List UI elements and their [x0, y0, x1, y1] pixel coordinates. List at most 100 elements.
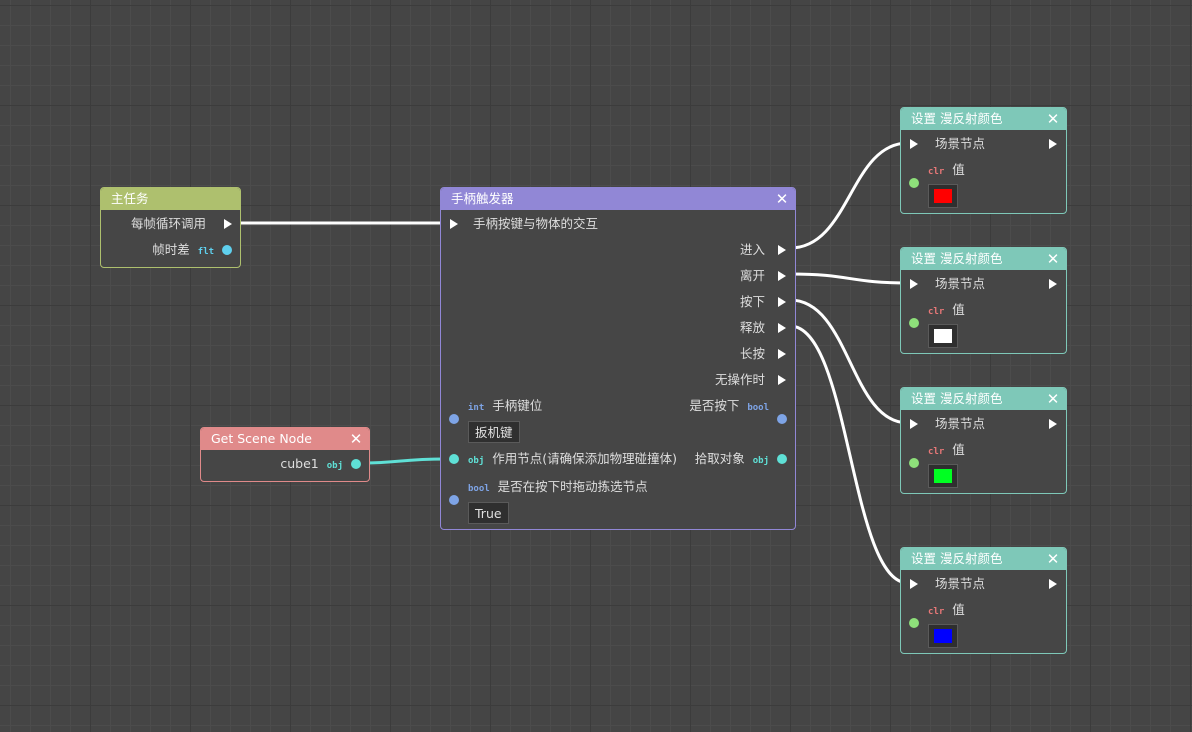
clr-type-icon: clr	[928, 447, 945, 457]
scene-node-label: 场景节点	[935, 136, 986, 151]
set-color-header[interactable]: 设置 漫反射颜色 ✕	[901, 388, 1066, 410]
exec-arrow-icon[interactable]	[910, 139, 918, 149]
set-diffuse-color-node-2[interactable]: 设置 漫反射颜色 ✕ 场景节点 clr 值	[900, 247, 1067, 354]
set-diffuse-color-node-4[interactable]: 设置 漫反射颜色 ✕ 场景节点 clr 值	[900, 547, 1067, 654]
drag-pick-row: bool 是否在按下时拖动拣选节点	[468, 477, 648, 497]
value-row: clr 值	[928, 300, 965, 320]
set-color-header[interactable]: 设置 漫反射颜色 ✕	[901, 108, 1066, 130]
clr-type-icon: clr	[928, 167, 945, 177]
is-pressed-row: 是否按下 bool	[689, 396, 769, 416]
close-icon[interactable]: ✕	[775, 190, 789, 208]
target-node-row: obj 作用节点(请确保添加物理碰撞体)	[468, 449, 677, 469]
value-label: 值	[952, 602, 965, 617]
controller-trigger-header[interactable]: 手柄触发器 ✕	[441, 188, 795, 210]
button-key-row: int 手柄键位	[468, 396, 542, 416]
get-scene-node[interactable]: Get Scene Node ✕ cube1 obj	[200, 427, 370, 482]
color-swatch	[934, 329, 952, 343]
exec-out-idle-label: 无操作时	[714, 372, 765, 387]
exec-arrow-icon[interactable]	[778, 271, 786, 281]
button-key-select[interactable]: 扳机键	[468, 421, 520, 443]
wire-press-to-set3	[789, 298, 909, 425]
target-node-label: 作用节点(请确保添加物理碰撞体)	[492, 451, 678, 466]
button-key-label: 手柄键位	[492, 398, 543, 413]
color-picker[interactable]	[928, 184, 958, 208]
exec-arrow-icon[interactable]	[1049, 139, 1057, 149]
clr-type-icon: clr	[928, 607, 945, 617]
exec-arrow-icon[interactable]	[224, 219, 232, 229]
exec-arrow-icon[interactable]	[1049, 579, 1057, 589]
bool-type-icon: bool	[747, 403, 769, 413]
close-icon[interactable]: ✕	[349, 430, 363, 448]
drag-pick-label: 是否在按下时拖动拣选节点	[497, 479, 648, 494]
exec-out-press-label: 按下	[739, 294, 765, 309]
set-color-title: 设置 漫反射颜色	[911, 251, 1003, 266]
wire-leave-to-set2	[789, 272, 909, 285]
color-picker[interactable]	[928, 624, 958, 648]
main-task-header[interactable]: 主任务	[101, 188, 240, 210]
exec-arrow-icon[interactable]	[778, 245, 786, 255]
exec-arrow-icon[interactable]	[778, 375, 786, 385]
close-icon[interactable]: ✕	[1046, 550, 1060, 568]
obj-type-icon: obj	[326, 461, 343, 471]
exec-arrow-icon[interactable]	[910, 579, 918, 589]
exec-out-release-label: 释放	[739, 320, 765, 335]
close-icon[interactable]: ✕	[1046, 110, 1060, 128]
close-icon[interactable]: ✕	[1046, 390, 1060, 408]
exec-arrow-icon[interactable]	[1049, 419, 1057, 429]
get-scene-node-header[interactable]: Get Scene Node ✕	[201, 428, 369, 450]
exec-arrow-icon[interactable]	[450, 219, 458, 229]
color-picker[interactable]	[928, 324, 958, 348]
main-task-title: 主任务	[111, 191, 149, 206]
obj-type-icon: obj	[468, 456, 485, 466]
delta-output-pin[interactable]	[222, 245, 232, 255]
set-diffuse-color-node-3[interactable]: 设置 漫反射颜色 ✕ 场景节点 clr 值	[900, 387, 1067, 494]
scene-node-output-pin[interactable]	[351, 459, 361, 469]
set-color-title: 设置 漫反射颜色	[911, 111, 1003, 126]
set-color-header[interactable]: 设置 漫反射颜色 ✕	[901, 248, 1066, 270]
main-task-node[interactable]: 主任务 每帧循环调用 帧时差 flt	[100, 187, 241, 268]
color-input-pin[interactable]	[909, 178, 919, 188]
color-input-pin[interactable]	[909, 458, 919, 468]
color-swatch	[934, 469, 952, 483]
close-icon[interactable]: ✕	[1046, 250, 1060, 268]
color-input-pin[interactable]	[909, 318, 919, 328]
picked-object-label: 拾取对象	[694, 451, 745, 466]
int-type-icon: int	[468, 403, 485, 413]
value-label: 值	[952, 442, 965, 457]
exec-arrow-icon[interactable]	[910, 279, 918, 289]
picked-object-row: 拾取对象 obj	[695, 449, 769, 469]
is-pressed-label: 是否按下	[689, 398, 740, 413]
picked-object-output-pin[interactable]	[777, 454, 787, 464]
main-task-loop-row: 每帧循环调用	[131, 214, 206, 234]
value-row: clr 值	[928, 600, 965, 620]
scene-node-label: 场景节点	[935, 416, 986, 431]
main-task-delta-row: 帧时差 flt	[152, 240, 214, 260]
exec-arrow-icon[interactable]	[778, 349, 786, 359]
scene-node-output-label: cube1	[280, 456, 319, 471]
exec-arrow-icon[interactable]	[778, 297, 786, 307]
color-picker[interactable]	[928, 464, 958, 488]
value-label: 值	[952, 162, 965, 177]
exec-arrow-icon[interactable]	[778, 323, 786, 333]
exec-arrow-icon[interactable]	[910, 419, 918, 429]
flt-type-icon: flt	[197, 247, 214, 257]
exec-in-label: 手柄按键与物体的交互	[473, 216, 599, 231]
is-pressed-output-pin[interactable]	[777, 414, 787, 424]
wire-scene-node-to-target	[361, 457, 447, 465]
button-key-input-pin[interactable]	[449, 414, 459, 424]
exec-arrow-icon[interactable]	[1049, 279, 1057, 289]
set-diffuse-color-node-1[interactable]: 设置 漫反射颜色 ✕ 场景节点 clr 值	[900, 107, 1067, 214]
clr-type-icon: clr	[928, 307, 945, 317]
exec-out-longpress-label: 长按	[739, 346, 765, 361]
bool-type-icon: bool	[468, 484, 490, 494]
color-input-pin[interactable]	[909, 618, 919, 628]
target-node-input-pin[interactable]	[449, 454, 459, 464]
set-color-title: 设置 漫反射颜色	[911, 391, 1003, 406]
scene-node-output-row: cube1 obj	[280, 454, 343, 474]
exec-in-row: 手柄按键与物体的交互	[473, 214, 598, 234]
drag-pick-input-pin[interactable]	[449, 495, 459, 505]
set-color-header[interactable]: 设置 漫反射颜色 ✕	[901, 548, 1066, 570]
controller-trigger-node[interactable]: 手柄触发器 ✕ 手柄按键与物体的交互 进入 离开 按下 释放 长按 无操作时 i…	[440, 187, 796, 530]
drag-pick-select[interactable]: True	[468, 502, 509, 524]
scene-node-label: 场景节点	[935, 576, 986, 591]
